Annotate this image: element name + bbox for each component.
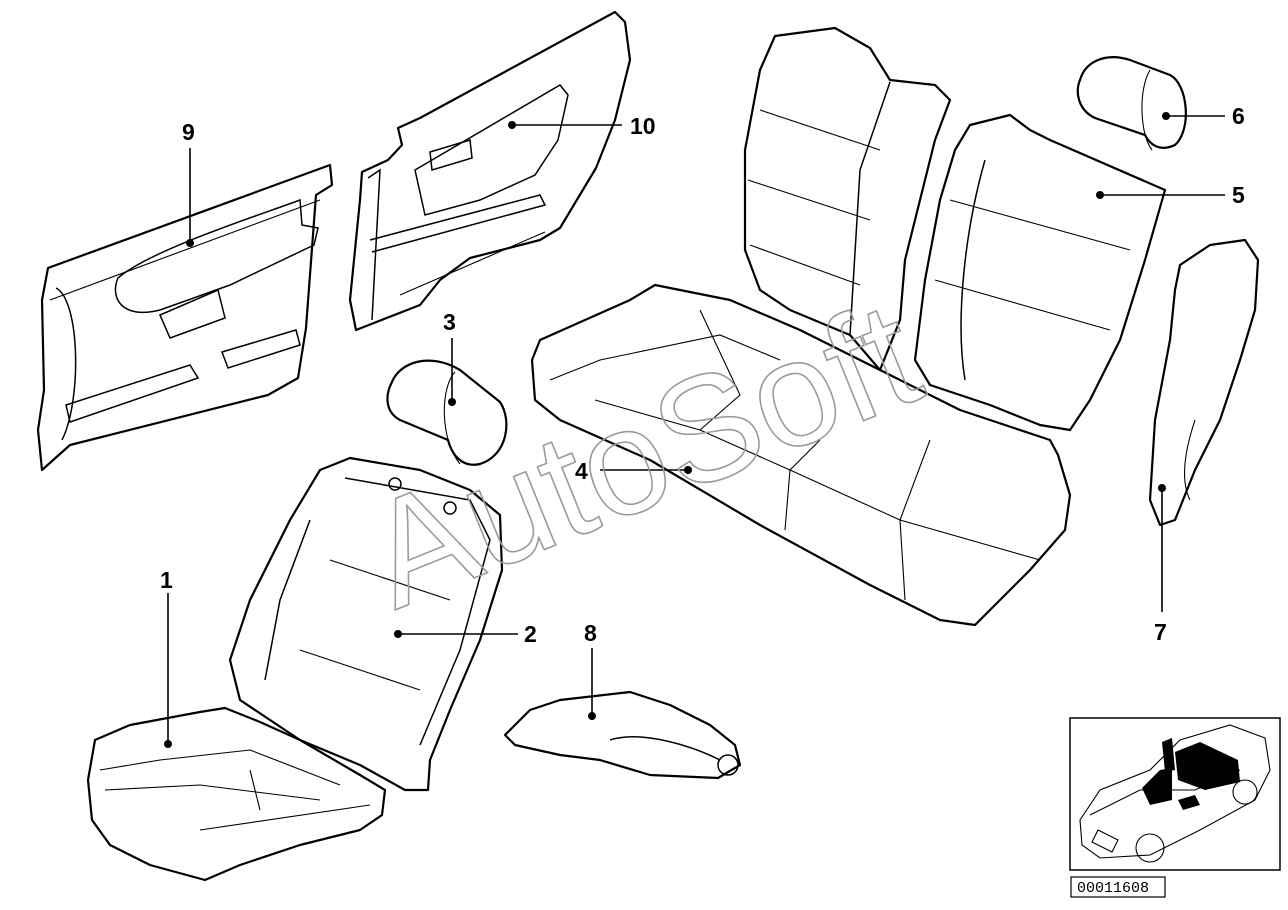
vehicle-thumbnail [1069,717,1281,871]
diagram-id-box: 00011608 [1070,876,1166,898]
rear-side-trim-panel [348,10,632,332]
callout-4: 4 [575,458,588,484]
rear-backrest-left [743,26,952,372]
callout-10: 10 [630,113,656,139]
front-door-trim-panel [36,163,334,472]
leader-lines [164,112,1225,748]
callout-9: 9 [182,119,195,145]
diagram-id: 00011608 [1077,880,1149,897]
callout-8: 8 [584,620,597,646]
front-headrest [386,359,508,466]
rear-headrest [1076,56,1187,151]
callout-1: 1 [160,567,173,593]
armrest [503,690,742,780]
callout-7: 7 [1154,619,1167,645]
callout-5: 5 [1232,182,1245,208]
front-seat-backrest [228,456,504,792]
callout-2: 2 [524,621,537,647]
rear-seat-cushion [530,283,1072,627]
callout-3: 3 [443,309,456,335]
side-bolster [1148,238,1260,527]
callout-6: 6 [1232,103,1245,129]
front-seat-cushion [86,706,387,882]
rear-backrest-right [913,113,1167,432]
